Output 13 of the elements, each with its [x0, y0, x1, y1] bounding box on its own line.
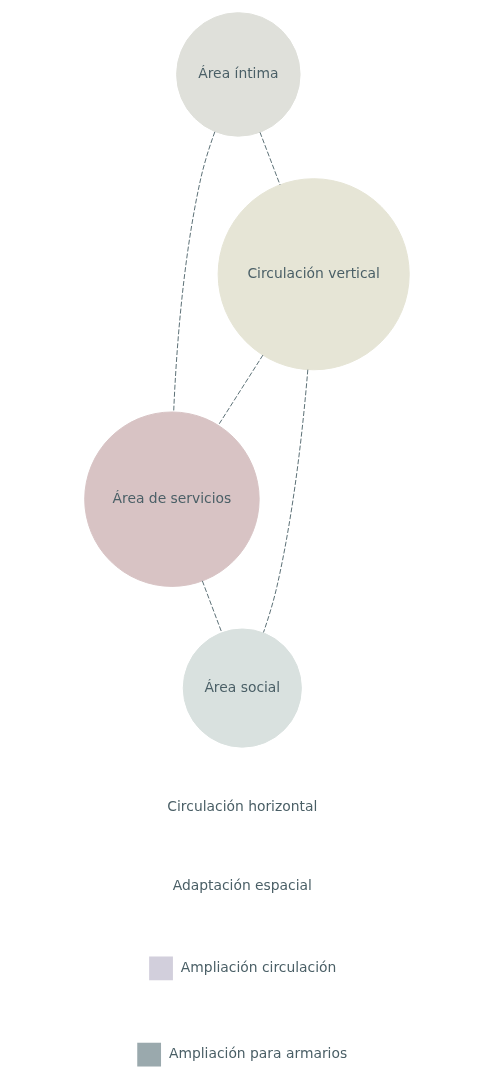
- node-circle: Área íntima: [176, 12, 301, 137]
- connector: [217, 354, 264, 426]
- legend-label: Circulación horizontal: [167, 798, 318, 815]
- legend-label: Adaptación espacial: [172, 876, 312, 893]
- connector: [259, 131, 281, 186]
- node-circle: Área de servicios: [84, 411, 260, 587]
- connector: [201, 580, 223, 633]
- connector: [263, 369, 309, 633]
- legend-label: Ampliación circulación: [180, 959, 337, 976]
- connector: [173, 131, 216, 413]
- legend-label: Ampliación para armarios: [168, 1045, 348, 1062]
- node-circle: Circulación vertical: [217, 178, 410, 371]
- node-circle: Área social: [182, 628, 302, 748]
